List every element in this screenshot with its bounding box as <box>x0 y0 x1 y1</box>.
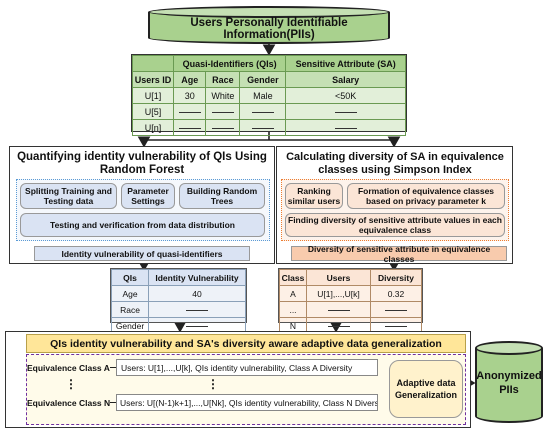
step-parameter-settings: Parameter Settings <box>121 183 175 209</box>
simpson-index-title: Calculating diversity of SA in equivalen… <box>286 151 504 176</box>
class-cell: U[1],...,U[k] <box>306 285 371 302</box>
random-forest-panel: Quantifying identity vulnerability of QI… <box>9 146 275 264</box>
adaptive-generalization-panel: QIs identity vulnerability and SA's dive… <box>5 331 471 428</box>
anonymized-piis-cylinder: Anonymized PIIs <box>475 341 543 423</box>
sa-diversity-output: Diversity of sensitive attribute in equi… <box>291 244 507 264</box>
pii-header-age: Age <box>172 71 207 88</box>
pii-cell-empty <box>239 103 287 120</box>
qi-cell: 40 <box>148 285 246 302</box>
pii-cell-empty <box>205 103 241 120</box>
arrow-class-a <box>110 367 116 368</box>
qi-cell: Age <box>111 285 149 302</box>
class-n-details: Users: U[(N-1)k+1],...,U[Nk], QIs identi… <box>116 394 378 411</box>
pii-source-label: Users Personally Identifiable Informatio… <box>190 17 348 41</box>
pii-cell-empty <box>285 119 406 136</box>
pii-table: Quasi-Identifiers (QIs) Sensitive Attrib… <box>132 55 406 136</box>
pii-header-race: Race <box>205 71 241 88</box>
pii-table-container: Quasi-Identifiers (QIs) Sensitive Attrib… <box>131 54 407 136</box>
step-build-trees: Building Random Trees <box>179 183 265 209</box>
class-a-details: Users: U[1],...,U[k], QIs identity vulne… <box>116 359 378 376</box>
class-header-diversity: Diversity <box>370 269 422 286</box>
qi-header-vulnerability: Identity Vulnerability <box>148 269 246 286</box>
pii-group-qi: Quasi-Identifiers (QIs) <box>172 55 287 72</box>
simpson-index-panel: Calculating diversity of SA in equivalen… <box>276 146 513 264</box>
pii-header-gender: Gender <box>239 71 287 88</box>
pii-header-user-id: Users ID <box>132 71 174 88</box>
anonymized-piis-label: Anonymized PIIs <box>476 370 542 396</box>
simpson-steps-area: Ranking similar users Formation of equiv… <box>281 179 509 241</box>
step-form-classes: Formation of equivalence classes based o… <box>347 183 505 209</box>
pii-group-sa: Sensitive Attribute (SA) <box>285 55 406 72</box>
class-a-label: Equivalence Class A <box>27 363 110 373</box>
adaptive-generalization-box: Adaptive data Generalization <box>389 360 463 418</box>
class-rows-area: Equivalence Class A Users: U[1],...,U[k]… <box>26 354 466 425</box>
class-cell: A <box>279 285 307 302</box>
arrow-class-n <box>110 402 116 403</box>
pii-cell: U[1] <box>132 87 174 104</box>
pii-cell: U[5] <box>132 103 174 120</box>
pii-cell-empty <box>172 103 207 120</box>
class-cell-empty <box>306 301 371 318</box>
qi-cell-empty <box>148 301 246 318</box>
pii-cell: U[n] <box>132 119 174 136</box>
qi-header-qis: QIs <box>111 269 149 286</box>
pii-header-salary: Salary <box>285 71 406 88</box>
class-ellipsis-2: ⋮ <box>207 377 219 391</box>
class-row: A U[1],...,U[k] 0.32 <box>279 285 422 302</box>
qi-cell: Race <box>111 301 149 318</box>
pii-row: U[n] <box>132 119 406 136</box>
class-header-class: Class <box>279 269 307 286</box>
qi-vulnerability-table: QIs Identity Vulnerability Age 40 Race G… <box>111 269 246 334</box>
step-rank-users: Ranking similar users <box>285 183 343 209</box>
class-row: ... <box>279 301 422 318</box>
pii-cell: 30 <box>172 87 207 104</box>
class-header-users: Users <box>306 269 371 286</box>
pii-cell: Male <box>239 87 287 104</box>
step-split-data: Splitting Training and Testing data <box>20 183 117 209</box>
pii-cell: White <box>205 87 241 104</box>
pii-row: U[1] 30 White Male <50K <box>132 87 406 104</box>
adaptive-generalization-title: QIs identity vulnerability and SA's dive… <box>26 334 466 353</box>
pii-source-cylinder: Users Personally Identifiable Informatio… <box>148 6 390 44</box>
identity-vulnerability-output: Identity vulnerability of quasi-identifi… <box>34 246 250 261</box>
qi-vulnerability-table-container: QIs Identity Vulnerability Age 40 Race G… <box>110 268 247 334</box>
random-forest-title: Quantifying identity vulnerability of QI… <box>17 151 267 176</box>
pii-row: U[5] <box>132 103 406 120</box>
pii-cell-empty <box>285 103 406 120</box>
class-ellipsis: ⋮ <box>65 377 77 391</box>
class-diversity-table-container: Class Users Diversity A U[1],...,U[k] 0.… <box>278 268 423 334</box>
step-find-diversity: Finding diversity of sensitive attribute… <box>285 213 505 237</box>
class-diversity-table: Class Users Diversity A U[1],...,U[k] 0.… <box>279 269 422 334</box>
class-cell: ... <box>279 301 307 318</box>
step-testing-verification: Testing and verification from data distr… <box>20 213 265 237</box>
pii-cell-empty <box>205 119 241 136</box>
qi-row: Race <box>111 301 246 318</box>
pii-cell-empty <box>239 119 287 136</box>
class-n-label: Equivalence Class N <box>27 398 111 408</box>
qi-row: Age 40 <box>111 285 246 302</box>
class-cell: 0.32 <box>370 285 422 302</box>
random-forest-steps-area: Splitting Training and Testing data Para… <box>16 179 270 241</box>
pii-cell-empty <box>172 119 207 136</box>
class-cell-empty <box>370 301 422 318</box>
pii-cell: <50K <box>285 87 406 104</box>
